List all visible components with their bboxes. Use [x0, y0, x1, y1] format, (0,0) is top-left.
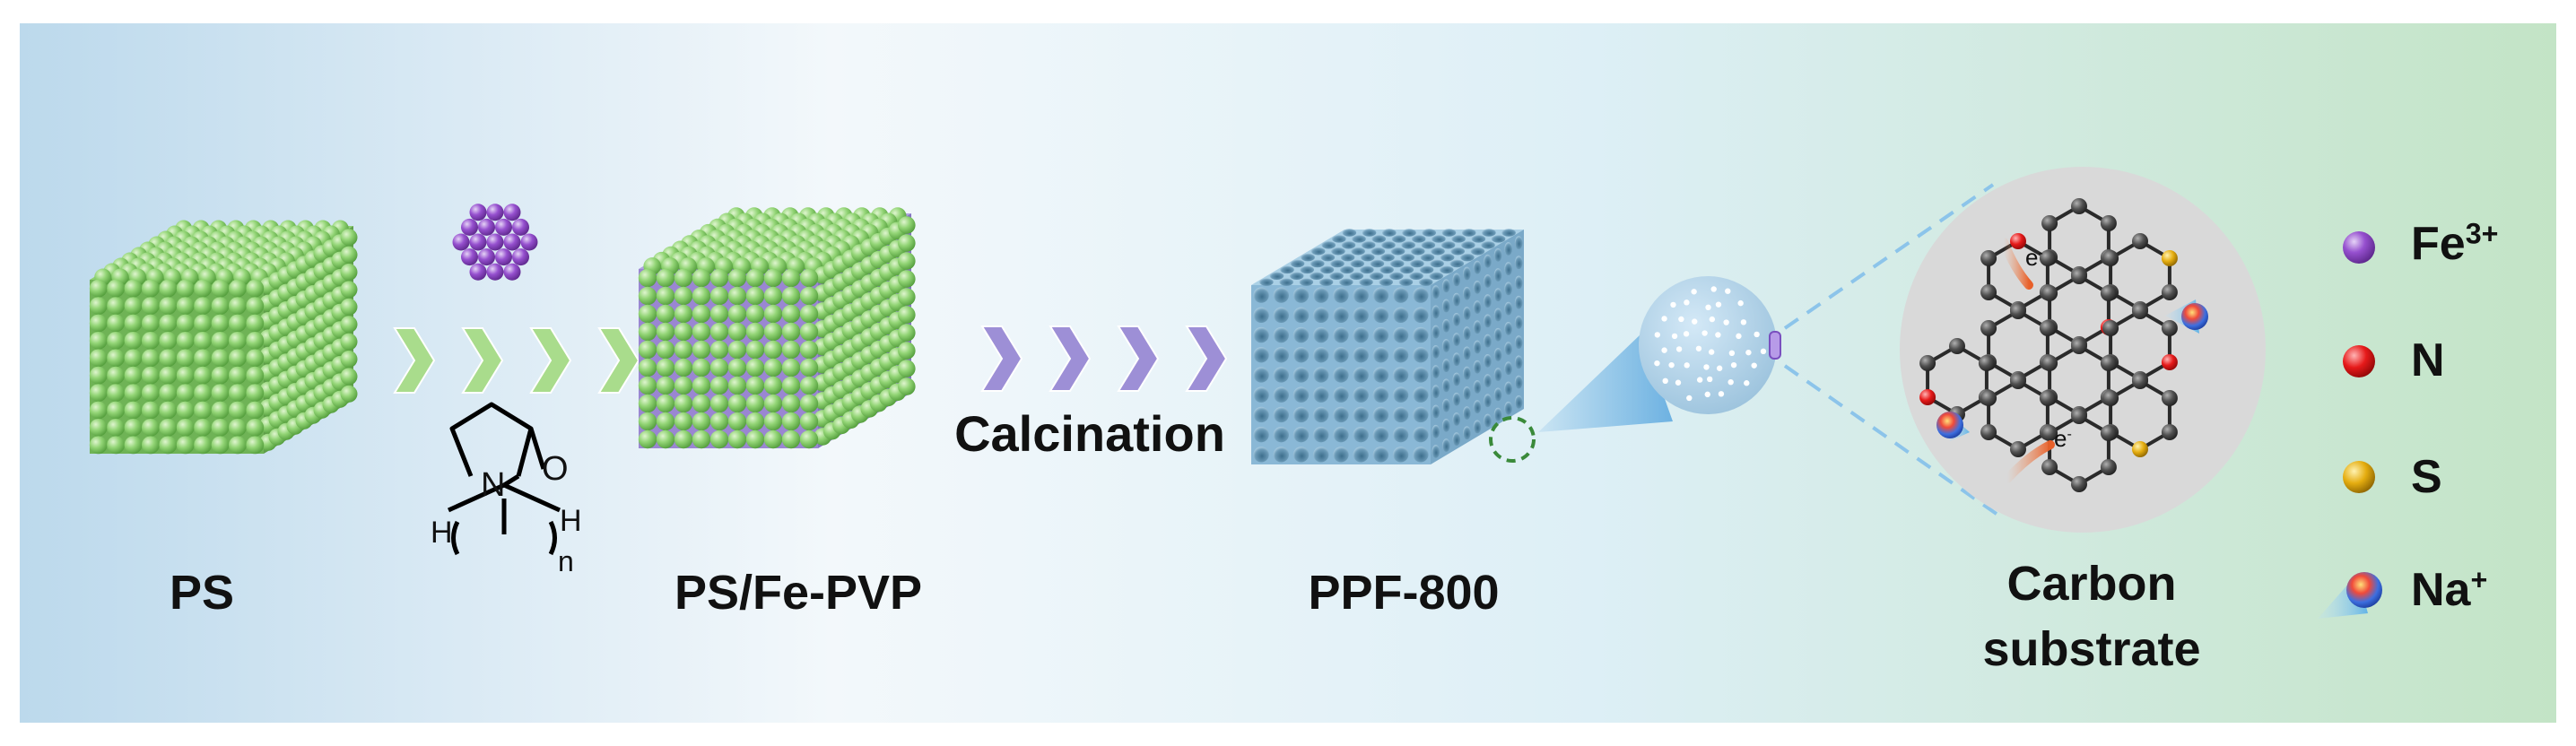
green-arrows: [393, 327, 640, 394]
ps-cube: [89, 220, 358, 455]
fe-ion-cluster: [452, 204, 538, 281]
pvp-nitrogen-label: N: [481, 466, 506, 504]
legend-fe-label: Fe3+: [2411, 217, 2499, 270]
electron-label: e-: [2025, 244, 2043, 271]
calcination-label: Calcination: [954, 405, 1225, 462]
ps-fe-pvp-cube: [638, 207, 916, 449]
pvp-subscript-n-label: n: [558, 545, 574, 577]
ps-label: PS: [169, 566, 235, 620]
carbon-substrate-label-line2: substrate: [1982, 622, 2201, 676]
legend-na-icon: [2318, 572, 2382, 619]
ppf-800-label: PPF-800: [1308, 566, 1500, 620]
legend-n-sphere: [2343, 345, 2375, 377]
legend-na-label: Na+: [2411, 563, 2488, 616]
ppf-800-porous-cube: [1251, 229, 1524, 464]
pvp-hydrogen-right-label: H: [560, 504, 582, 538]
legend-s-sphere: [2343, 461, 2375, 493]
electron-label: e-: [2054, 425, 2072, 452]
sodium-ion-icon: [1936, 412, 1970, 441]
pvp-structure: [447, 402, 561, 556]
electron-trail-icon: [2003, 440, 2055, 483]
zoom-beam: [1538, 334, 1673, 432]
zoom-focus-marker: [1769, 331, 1781, 360]
carbon-substrate-circle: [1900, 167, 2266, 533]
pvp-oxygen-label: O: [542, 450, 569, 488]
zoom-line-top: [1783, 183, 1995, 330]
zoom-line-bottom: [1783, 364, 2002, 518]
sodium-ion-icon: [2165, 299, 2208, 334]
legend-n-label: N: [2411, 334, 2445, 386]
legend-fe-sphere: [2343, 231, 2375, 264]
legend-s-label: S: [2411, 451, 2442, 503]
zoom-disc: [1639, 276, 1781, 414]
electron-trail-icon: [1999, 238, 2033, 290]
ps-fe-pvp-label: PS/Fe-PVP: [674, 566, 923, 620]
zoom-marker-circle: [1489, 416, 1536, 463]
carbon-substrate-label-line1: Carbon: [2006, 557, 2177, 611]
purple-arrows: [980, 325, 1228, 392]
pvp-hydrogen-left-label: H: [431, 516, 453, 550]
